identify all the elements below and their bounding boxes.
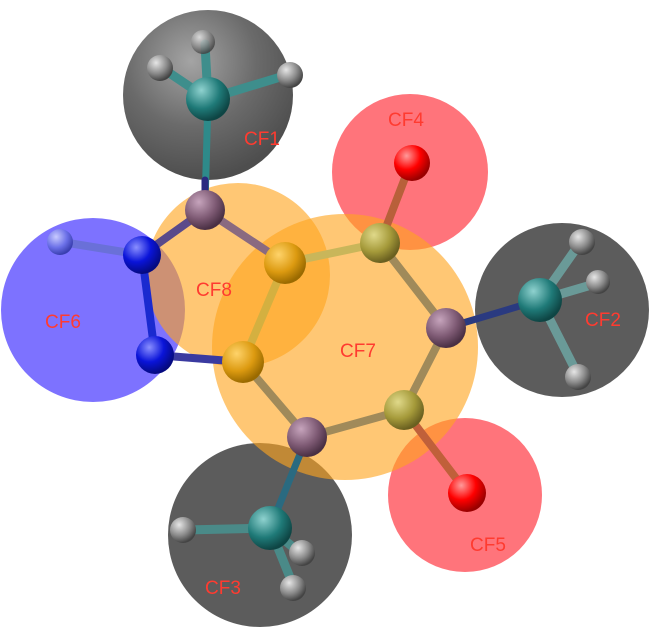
- ring-carbon-atom: [264, 242, 306, 284]
- label-cf3: CF3: [205, 578, 241, 599]
- label-cf5: CF5: [470, 535, 506, 556]
- methyl-carbon-atom: [518, 278, 562, 322]
- label-cf1: CF1: [244, 129, 280, 150]
- label-cf8: CF8: [196, 280, 232, 301]
- label-cf6: CF6: [45, 312, 81, 333]
- hydrogen-atom: [277, 62, 303, 88]
- cf2-gray-region: [475, 223, 649, 397]
- nitrogen-atom: [136, 336, 174, 374]
- fragment-labels: CF1 CF2 CF3 CF4 CF5 CF6 CF7 CF8: [45, 110, 621, 599]
- hydrogen-atom: [170, 517, 196, 543]
- hydrogen-atom: [47, 229, 73, 255]
- hydrogen-atom: [586, 270, 610, 294]
- label-cf2: CF2: [585, 310, 621, 331]
- methyl-carbon-atom: [248, 506, 292, 550]
- ring-carbon-atom: [287, 417, 327, 457]
- hydrogen-atom: [191, 30, 215, 54]
- oxygen-atom: [448, 474, 486, 512]
- oxygen-atom: [394, 145, 430, 181]
- nitrogen-atom: [123, 236, 161, 274]
- ring-carbon-atom: [185, 190, 225, 230]
- hydrogen-atom: [569, 229, 595, 255]
- ring-carbon-atom: [384, 390, 424, 430]
- ring-carbon-atom: [360, 223, 400, 263]
- label-cf7: CF7: [340, 341, 376, 362]
- methyl-carbon-atom: [186, 77, 230, 121]
- hydrogen-atom: [147, 55, 173, 81]
- hydrogen-atom: [280, 575, 306, 601]
- ring-carbon-atom: [426, 308, 466, 348]
- hydrogen-atom: [289, 540, 315, 566]
- ring-carbon-atom: [222, 341, 264, 383]
- hydrogen-atom: [565, 364, 591, 390]
- label-cf4: CF4: [388, 110, 424, 131]
- atoms: [47, 30, 610, 601]
